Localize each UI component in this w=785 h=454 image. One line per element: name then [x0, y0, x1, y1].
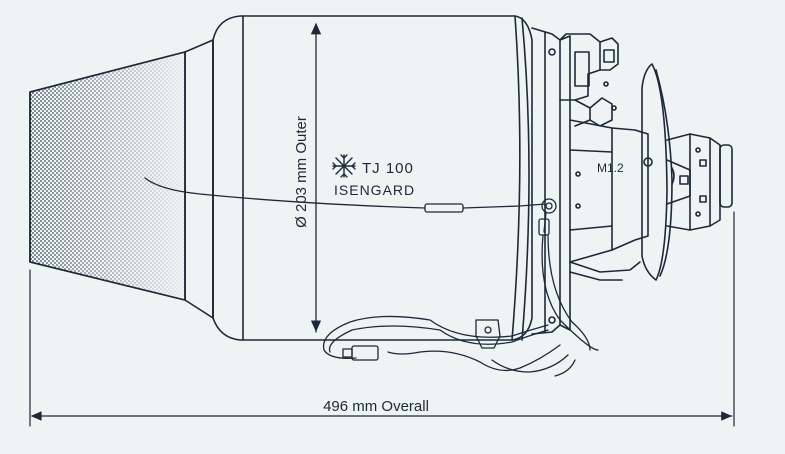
thread-label: M1.2 — [597, 161, 624, 175]
sensor-cable — [144, 177, 599, 377]
accessory-blocks — [559, 33, 619, 127]
model-label: TJ 100 — [362, 160, 414, 177]
rear-collar — [531, 27, 571, 335]
exhaust-flange — [641, 63, 733, 281]
overall-length-label: 496 mm Overall — [323, 398, 429, 415]
maker-label: ISENGARD — [334, 182, 415, 198]
turbine-section — [569, 119, 653, 281]
outer-diameter-label: Ø 203 mm Outer — [293, 116, 310, 228]
intake-cone — [29, 39, 214, 319]
main-casing — [212, 15, 533, 341]
overall-dimension — [29, 211, 735, 427]
snowflake-logo-icon — [332, 154, 356, 178]
